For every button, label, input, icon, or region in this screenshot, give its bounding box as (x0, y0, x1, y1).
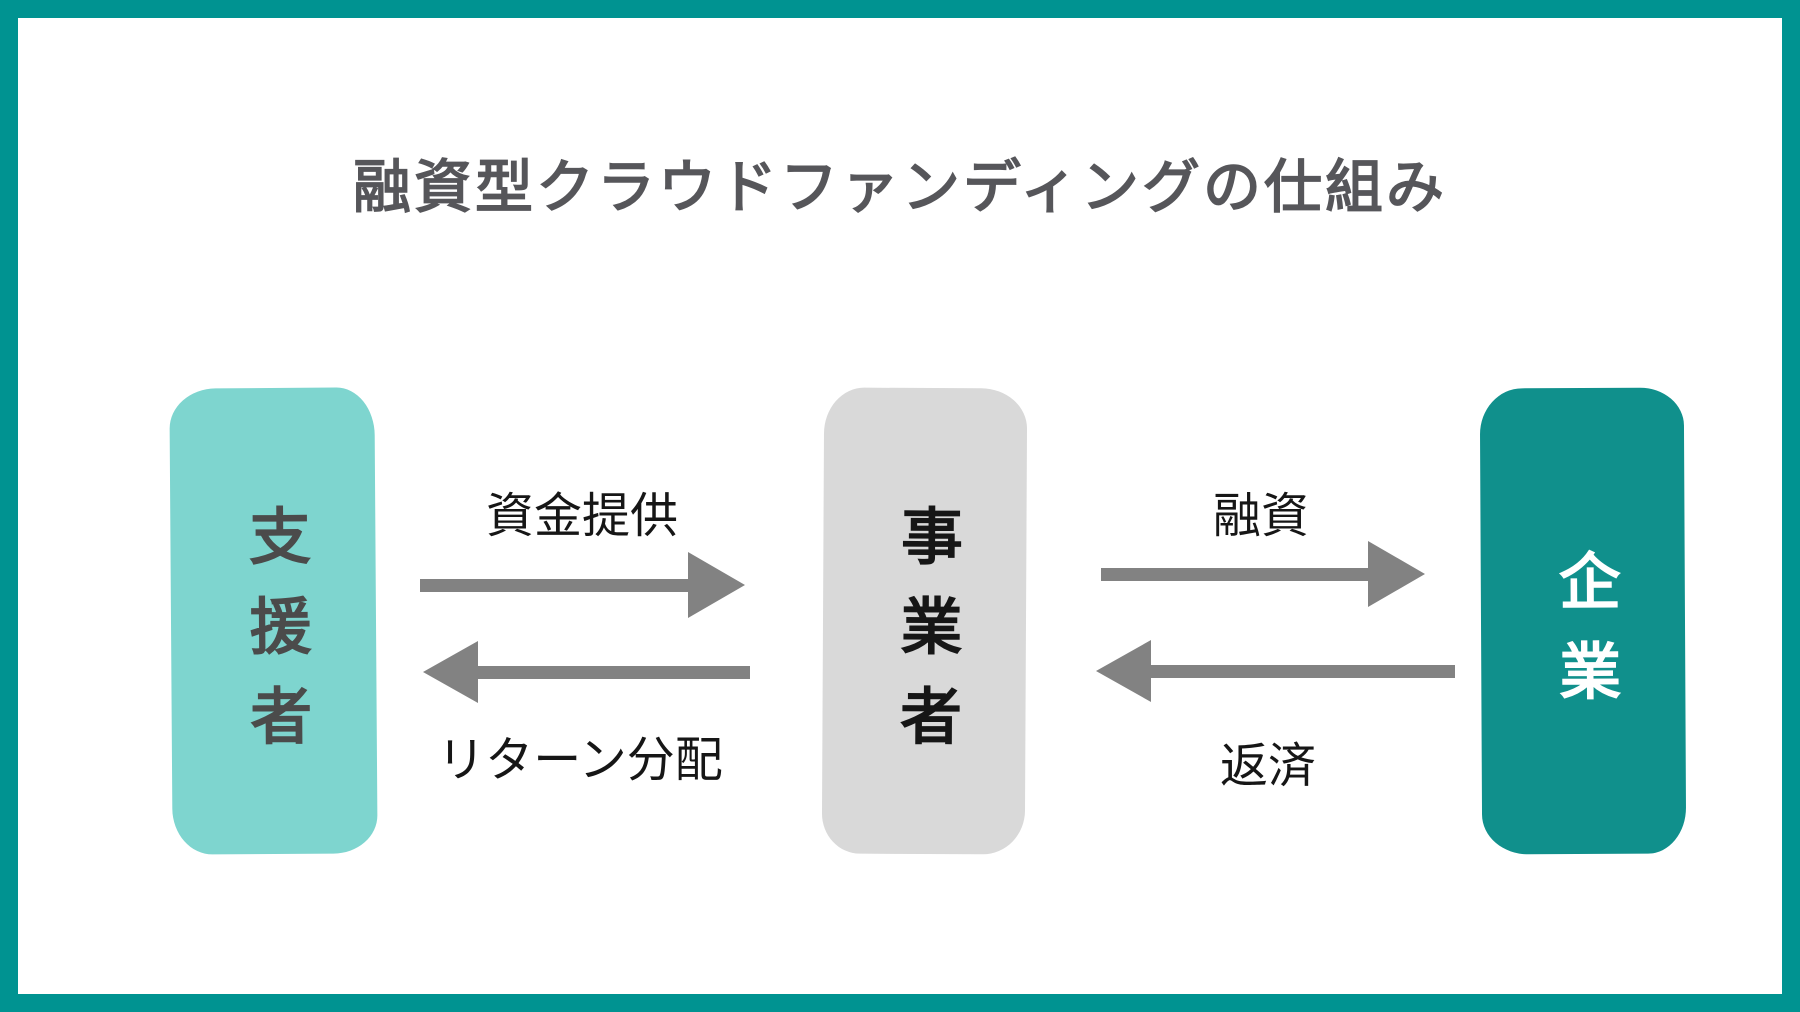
loan-arrow (1101, 541, 1425, 607)
return-distribution-arrow (423, 641, 750, 703)
company-box: 企業 (1479, 387, 1687, 855)
arrow-shaft (1101, 567, 1368, 581)
return-distribution-label: リターン分配 (437, 734, 723, 787)
arrow-head-left-icon (423, 641, 478, 703)
arrow-shaft (478, 665, 750, 679)
fund-provision-label: 資金提供 (485, 490, 678, 543)
arrow-head-right-icon (688, 552, 745, 618)
fund-provision-arrow (420, 552, 745, 618)
supporter-box-label: 支援者 (238, 503, 310, 775)
loan-label: 融資 (1212, 490, 1309, 543)
arrow-head-right-icon (1368, 541, 1425, 607)
operator-box: 事業者 (821, 387, 1028, 855)
diagram-title: 融資型クラウドファンディングの仕組み (353, 155, 1447, 220)
repayment-arrow (1096, 640, 1455, 702)
arrow-shaft (1151, 664, 1455, 678)
repayment-label: 返済 (1219, 740, 1316, 793)
company-box-label: 企業 (1548, 548, 1619, 730)
arrow-head-left-icon (1096, 640, 1151, 702)
supporter-box: 支援者 (169, 387, 378, 855)
arrow-shaft (420, 578, 688, 592)
operator-box-label: 事業者 (889, 503, 961, 775)
